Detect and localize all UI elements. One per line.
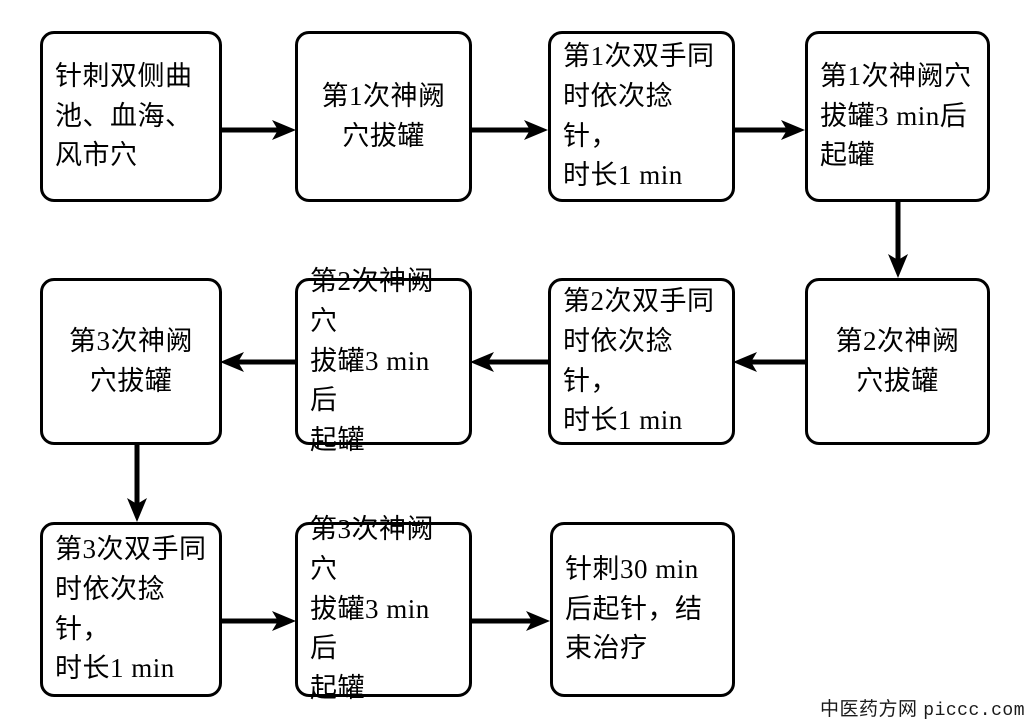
flow-node-n8[interactable]: 第3次神阙 穴拔罐 — [40, 278, 222, 445]
flow-edge-n3-n4-arrow — [735, 112, 807, 148]
flow-node-n1[interactable]: 针刺双侧曲 池、血海、 风市穴 — [40, 31, 222, 202]
flow-node-label: 第2次神阙 穴拔罐 — [835, 325, 960, 396]
flow-node-label: 第3次双手同 时依次捻针， 时长1 min — [55, 533, 207, 684]
flow-node-label: 第2次双手同 时依次捻针， 时长1 min — [563, 285, 715, 436]
flow-edge-n2-n3-arrow — [472, 112, 550, 148]
watermark-site-name: 中医药方网 — [819, 699, 918, 720]
watermark: 中医药方网 piccc.com — [820, 694, 1025, 721]
flow-node-n2[interactable]: 第1次神阙 穴拔罐 — [295, 31, 472, 202]
flow-node-label: 第2次神阙穴 拔罐3 min后 起罐 — [310, 265, 434, 456]
flow-node-label: 针刺30 min 后起针，结 束治疗 — [565, 553, 703, 664]
flow-edge-n5-n6-arrow — [733, 344, 807, 380]
flow-edge-n7-n8-arrow — [220, 344, 297, 380]
watermark-domain: piccc.com — [923, 701, 1025, 721]
flow-node-label: 第3次神阙穴 拔罐3 min后 起罐 — [310, 513, 434, 704]
flow-edge-n8-n9-arrow — [119, 445, 155, 524]
flow-edge-n4-n5-arrow — [880, 202, 916, 280]
flow-node-n11[interactable]: 针刺30 min 后起针，结 束治疗 — [550, 522, 735, 697]
flow-node-n10[interactable]: 第3次神阙穴 拔罐3 min后 起罐 — [295, 514, 472, 703]
flow-node-n9[interactable]: 第3次双手同 时依次捻针， 时长1 min — [40, 522, 222, 697]
flow-edge-n9-n10-arrow — [222, 603, 298, 639]
flow-node-label: 第1次神阙 穴拔罐 — [321, 80, 446, 151]
flow-edge-n1-n2-arrow — [222, 112, 298, 148]
flow-node-n4[interactable]: 第1次神阙穴 拔罐3 min后 起罐 — [805, 31, 990, 202]
flow-node-label: 针刺双侧曲 池、血海、 风市穴 — [55, 60, 193, 171]
flow-node-label: 第1次双手同 时依次捻针， 时长1 min — [563, 40, 715, 191]
flow-edge-n10-n11-arrow — [472, 603, 552, 639]
flow-node-label: 第1次神阙穴 拔罐3 min后 起罐 — [820, 60, 972, 171]
flow-node-label: 第3次神阙 穴拔罐 — [69, 325, 193, 396]
flow-node-n5[interactable]: 第2次神阙 穴拔罐 — [805, 278, 990, 445]
flow-edge-n6-n7-arrow — [470, 344, 550, 380]
flow-node-n7[interactable]: 第2次神阙穴 拔罐3 min后 起罐 — [295, 266, 472, 455]
flow-node-n6[interactable]: 第2次双手同 时依次捻针， 时长1 min — [548, 278, 735, 445]
flow-node-n3[interactable]: 第1次双手同 时依次捻针， 时长1 min — [548, 31, 735, 202]
